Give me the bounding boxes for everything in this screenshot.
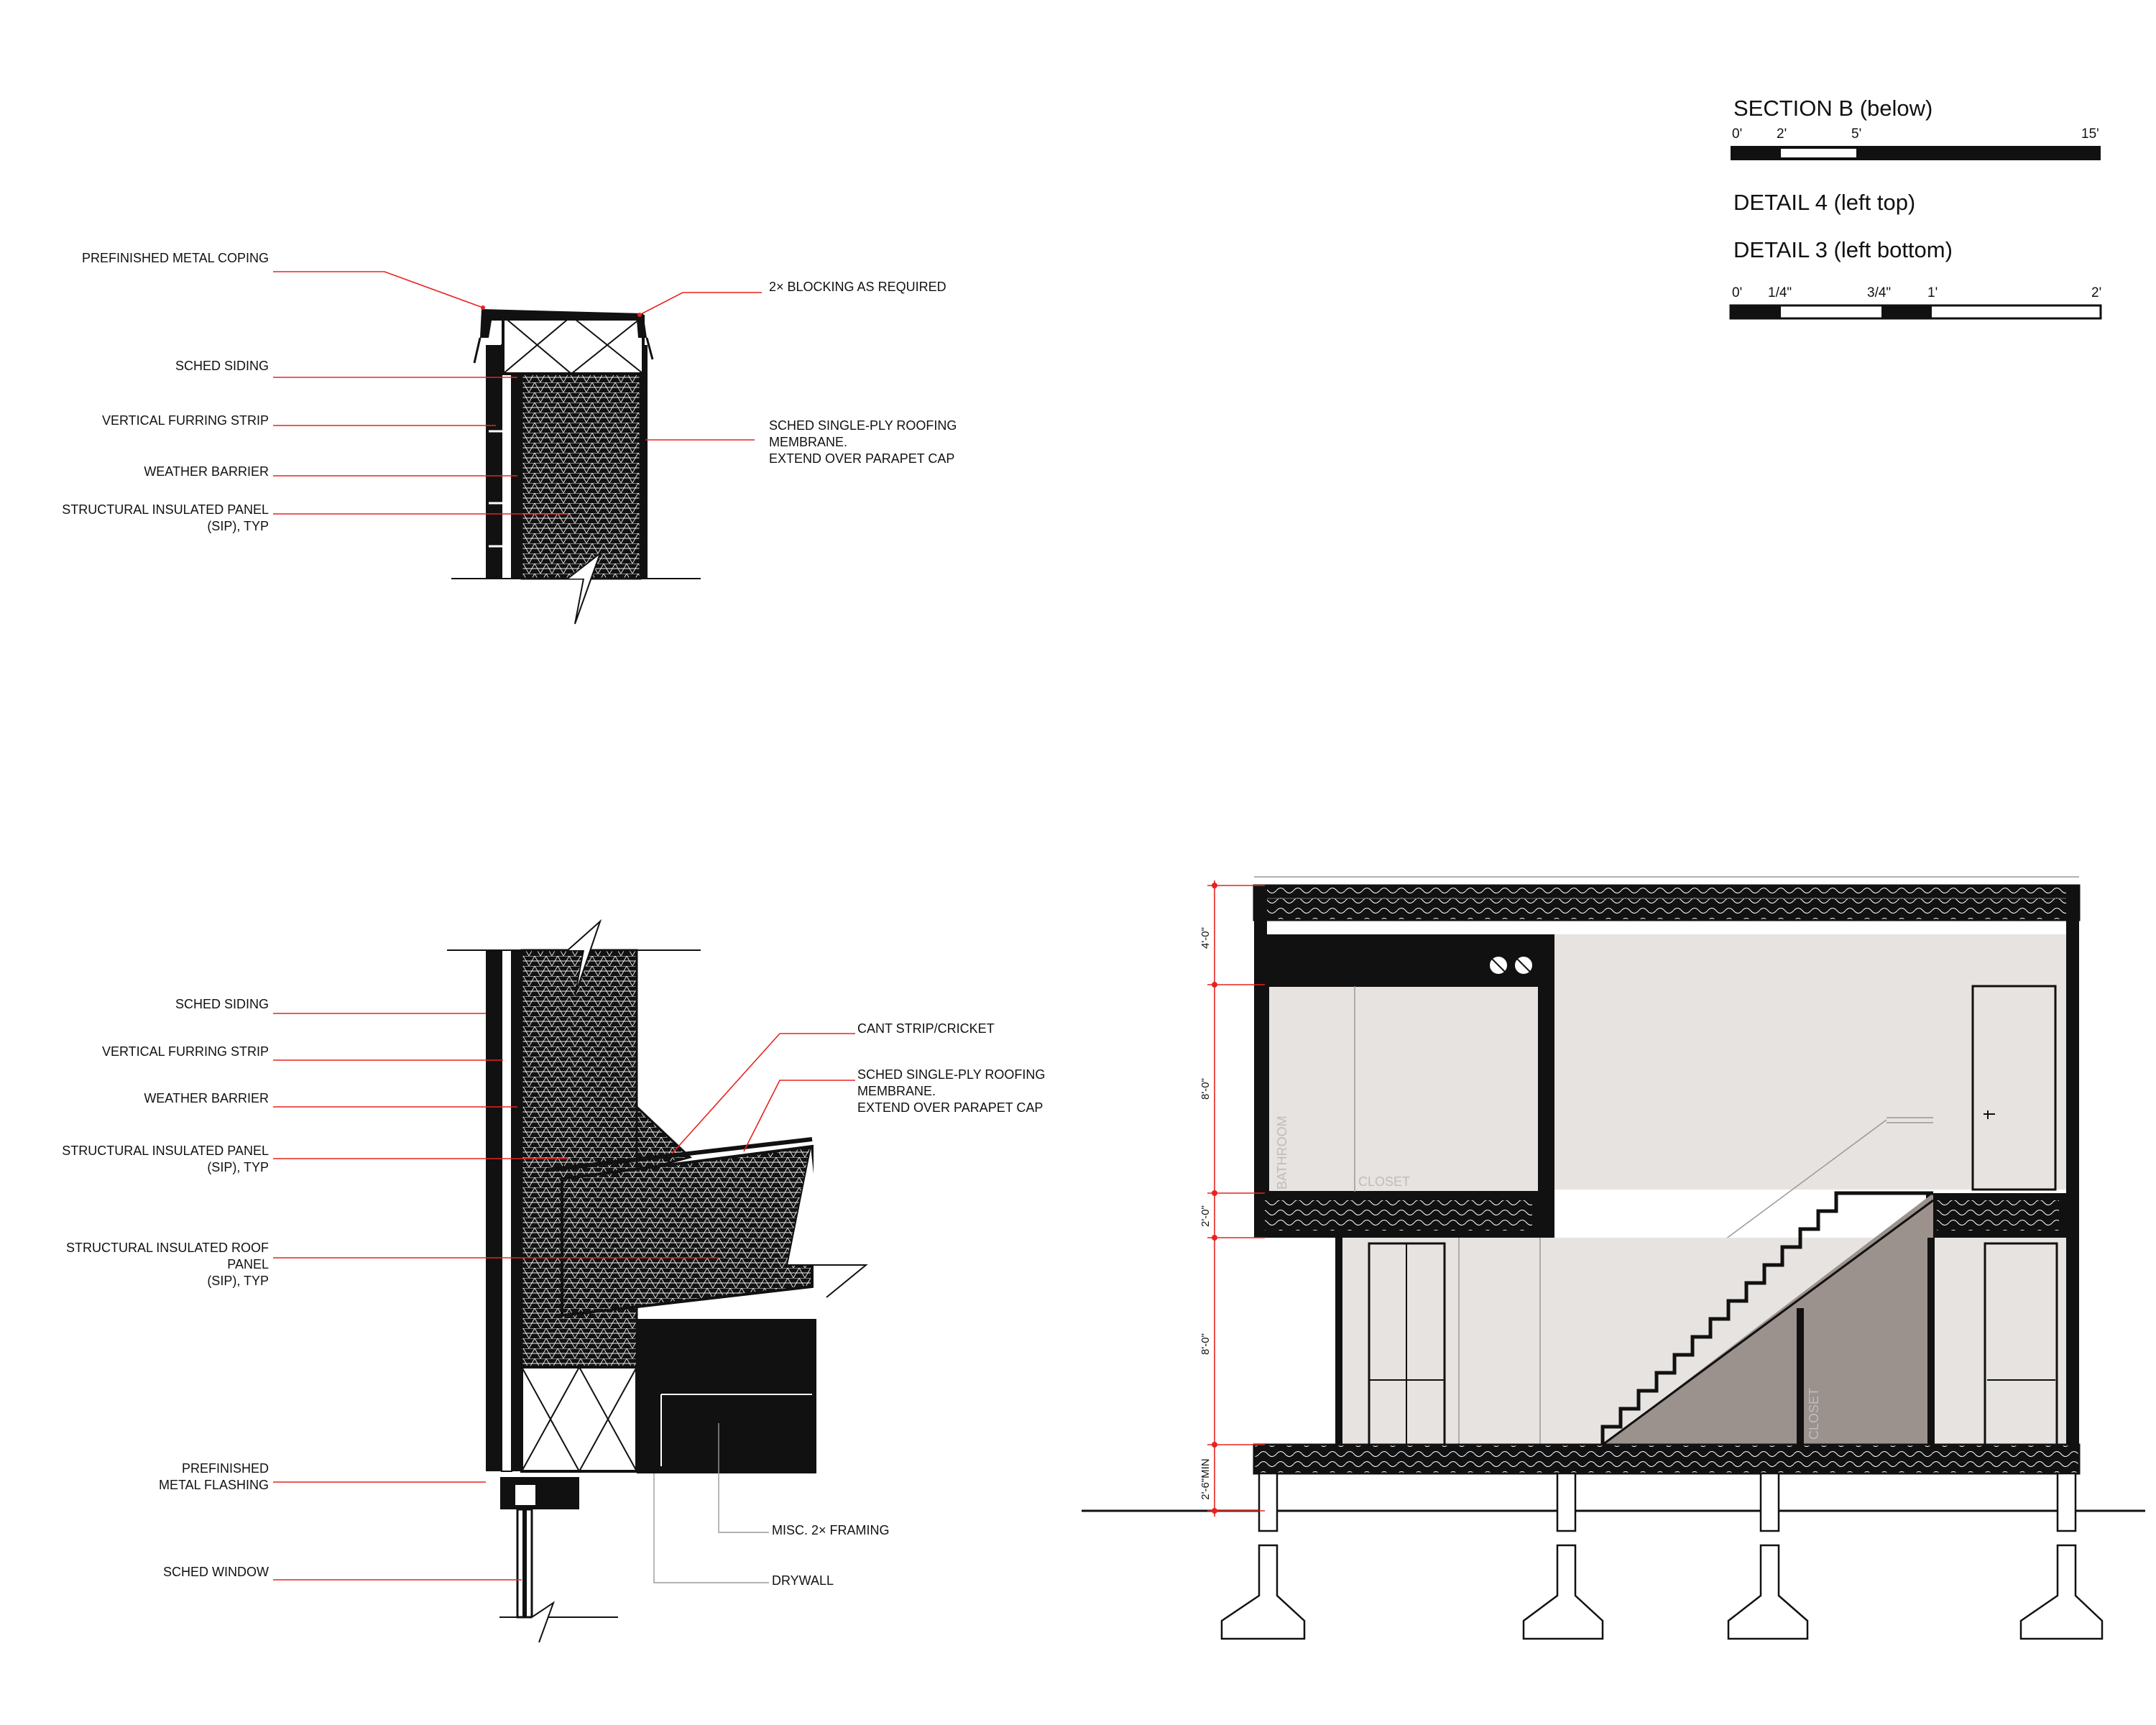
label-sched-siding: SCHED SIDING <box>175 359 269 373</box>
label-2x-blocking: 2× BLOCKING AS REQUIRED <box>769 280 946 294</box>
section-b-title: SECTION B (below) <box>1733 96 1933 121</box>
label-misc-framing: MISC. 2× FRAMING <box>772 1523 890 1537</box>
detail-scale-bar <box>1729 304 2102 320</box>
detail-3-roof-junction <box>447 919 868 1643</box>
label-roofing-membrane: SCHED SINGLE-PLY ROOFING MEMBRANE. EXTEN… <box>857 1067 1046 1115</box>
label-weather-barrier: WEATHER BARRIER <box>144 464 269 479</box>
section-scale-tick: 0' <box>1732 126 1743 142</box>
dimension-8ft-upper: 8'-0" <box>1199 1078 1212 1100</box>
detail-scale-tick: 1/4" <box>1768 285 1792 300</box>
label-vertical-furring-strip: VERTICAL FURRING STRIP <box>101 1044 269 1059</box>
detail-scale-tick: 2' <box>2091 285 2102 300</box>
section-scale-bar <box>1731 146 2101 160</box>
detail-scale-tick: 3/4" <box>1867 285 1892 300</box>
section-b-dimension-ticks <box>1212 883 1217 1514</box>
label-structural-insulated-panel: STRUCTURAL INSULATED PANEL (SIP), TYP <box>62 1144 269 1174</box>
label-drywall: DRYWALL <box>772 1573 834 1588</box>
detail-scale-tick: 1' <box>1927 285 1938 300</box>
detail-3-title: DETAIL 3 (left bottom) <box>1733 237 1953 262</box>
detail-3-gray-leaders <box>653 1423 769 1583</box>
label-weather-barrier: WEATHER BARRIER <box>144 1091 269 1105</box>
label-prefinished-metal-flashing: PREFINISHED METAL FLASHING <box>158 1461 269 1492</box>
section-scale-tick: 5' <box>1851 126 1862 142</box>
room-label-closet-upper: CLOSET <box>1358 1174 1410 1189</box>
dimension-2ft: 2'-0" <box>1199 1205 1212 1227</box>
detail-4-leader-ends <box>481 305 642 317</box>
dimension-8ft-lower: 8'-0" <box>1199 1333 1212 1355</box>
room-label-bathroom: BATHROOM <box>1275 1116 1289 1190</box>
label-vertical-furring-strip: VERTICAL FURRING STRIP <box>101 413 269 428</box>
room-label-closet-lower: CLOSET <box>1807 1388 1821 1440</box>
section-scale-tick: 2' <box>1777 126 1787 142</box>
label-prefinished-metal-coping: PREFINISHED METAL COPING <box>81 251 269 265</box>
label-sched-window: SCHED WINDOW <box>163 1565 269 1579</box>
detail-4-title: DETAIL 4 (left top) <box>1733 190 1916 215</box>
detail-4-leaders <box>273 271 762 515</box>
label-sched-siding: SCHED SIDING <box>175 997 269 1011</box>
label-structural-insulated-panel: STRUCTURAL INSULATED PANEL (SIP), TYP <box>62 502 269 533</box>
section-b-building <box>1082 876 2145 1640</box>
section-scale-tick: 15' <box>2081 126 2099 142</box>
detail-scale-tick: 0' <box>1732 285 1743 300</box>
detail-4-parapet <box>451 309 701 625</box>
detail-3-leaders <box>273 1013 855 1581</box>
label-roofing-membrane: SCHED SINGLE-PLY ROOFING MEMBRANE. EXTEN… <box>769 418 957 466</box>
dimension-4ft: 4'-0" <box>1199 927 1212 949</box>
label-structural-insulated-roof-panel: STRUCTURAL INSULATED ROOF PANEL (SIP), T… <box>65 1241 269 1288</box>
label-cant-strip-cricket: CANT STRIP/CRICKET <box>857 1021 995 1036</box>
dimension-2ft6-min: 2'-6"MIN <box>1199 1458 1212 1499</box>
